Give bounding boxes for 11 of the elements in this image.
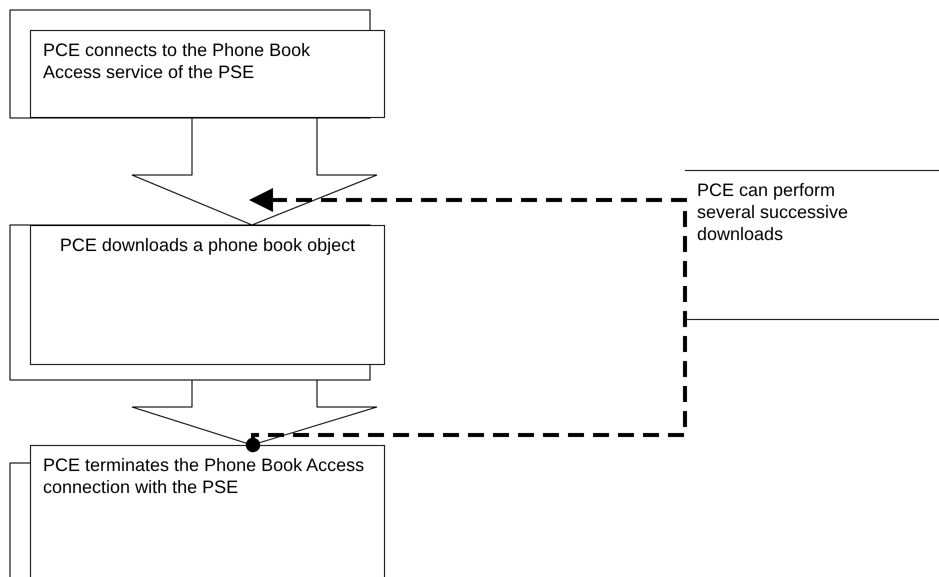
block-arrow bbox=[132, 380, 378, 446]
box-text: PCE downloads a phone book object bbox=[58, 234, 356, 256]
note-box bbox=[685, 170, 939, 320]
box-text: PCE terminates the Phone Book Access connection with the PSE bbox=[43, 454, 366, 498]
block-arrow bbox=[132, 118, 378, 226]
process-box bbox=[30, 225, 385, 365]
box-text: PCE can perform several successive downloads bbox=[697, 179, 850, 245]
dashed-loop-arrow bbox=[246, 188, 687, 452]
process-box bbox=[30, 30, 385, 118]
process-box bbox=[30, 445, 385, 577]
box-text: PCE connects to the Phone Book Access service of the PSE bbox=[43, 39, 312, 83]
